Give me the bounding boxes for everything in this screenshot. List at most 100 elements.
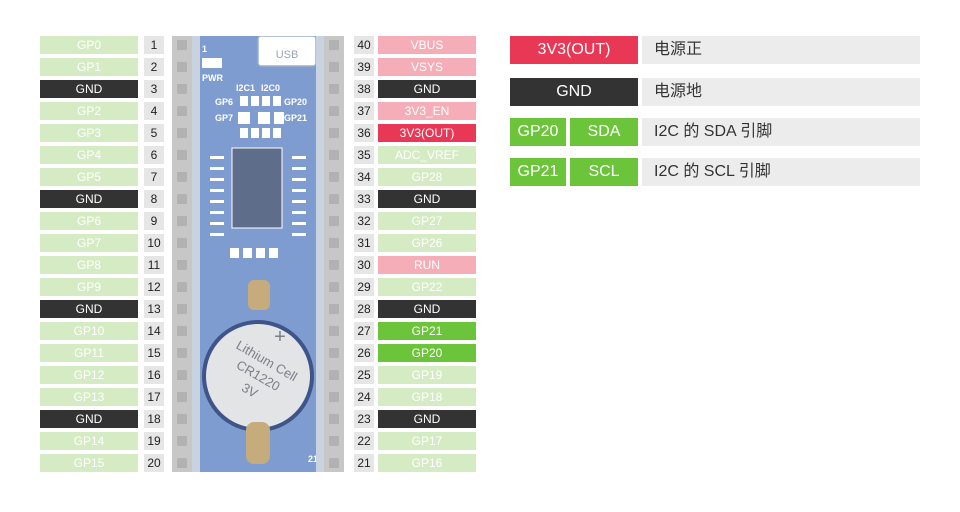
- legend-row-sda: GP20 SDA I2C 的 SDA 引脚: [510, 118, 920, 146]
- right-pin-number: 23: [354, 410, 374, 428]
- left-pin-number: 12: [144, 278, 164, 296]
- right-pin-number: 38: [354, 80, 374, 98]
- legend-row-gnd: GND 电源地: [510, 78, 920, 106]
- right-pin-number: 36: [354, 124, 374, 142]
- right-pin-label: VBUS: [378, 36, 476, 54]
- left-pin-label: GP15: [40, 454, 138, 472]
- header-hole: [329, 84, 339, 94]
- rtc-board: USB 1 40 PWR I2C1 I2C0 GP6 GP7 GP20 GP21: [172, 36, 344, 472]
- left-pin-number: 7: [144, 168, 164, 186]
- header-hole: [177, 216, 187, 226]
- pin1-marker: 1: [202, 44, 207, 54]
- legend-scl: SCL: [570, 158, 638, 186]
- legend-desc-3v3: 电源正: [642, 36, 920, 64]
- header-hole: [177, 304, 187, 314]
- battery-clip-top: [248, 280, 270, 310]
- left-pin-label: GND: [40, 300, 138, 318]
- header-hole: [329, 414, 339, 424]
- left-pin-label: GP8: [40, 256, 138, 274]
- left-pin-number: 2: [144, 58, 164, 76]
- left-pin-number: 3: [144, 80, 164, 98]
- header-hole: [177, 458, 187, 468]
- i2c-jumper-pads: [238, 96, 284, 138]
- right-pin-number: 31: [354, 234, 374, 252]
- right-pin-number: 34: [354, 168, 374, 186]
- gp6-board-label: GP6: [215, 97, 233, 107]
- chip-pins: [210, 156, 306, 236]
- left-pin-label: GP0: [40, 36, 138, 54]
- header-hole: [177, 84, 187, 94]
- legend-desc-sda: I2C 的 SDA 引脚: [642, 118, 920, 146]
- right-pin-number: 29: [354, 278, 374, 296]
- header-hole: [329, 392, 339, 402]
- right-pin-number: 33: [354, 190, 374, 208]
- left-pin-number: 10: [144, 234, 164, 252]
- left-pin-number: 6: [144, 146, 164, 164]
- battery-cell: [206, 324, 310, 428]
- legend-desc-gnd: 电源地: [642, 78, 920, 106]
- left-pin-label: GND: [40, 190, 138, 208]
- right-pin-label: GP22: [378, 278, 476, 296]
- right-pin-label: GP19: [378, 366, 476, 384]
- left-pin-number: 16: [144, 366, 164, 384]
- header-hole: [329, 304, 339, 314]
- i2c0-label: I2C0: [261, 83, 280, 93]
- right-pin-label: 3V3(OUT): [378, 124, 476, 142]
- header-hole: [177, 326, 187, 336]
- rtc-chip: [231, 147, 283, 229]
- legend-row-3v3: 3V3(OUT) 电源正: [510, 36, 920, 64]
- right-pin-number: 35: [354, 146, 374, 164]
- left-pin-number: 15: [144, 344, 164, 362]
- right-pin-label: GP26: [378, 234, 476, 252]
- left-pin-label: GP4: [40, 146, 138, 164]
- left-pin-label: GND: [40, 410, 138, 428]
- left-pin-number: 17: [144, 388, 164, 406]
- header-hole: [177, 40, 187, 50]
- header-hole: [329, 128, 339, 138]
- left-pin-number: 18: [144, 410, 164, 428]
- header-hole: [177, 106, 187, 116]
- left-pin-number: 13: [144, 300, 164, 318]
- left-pin-label: GP13: [40, 388, 138, 406]
- header-hole: [329, 282, 339, 292]
- right-pin-label: GP21: [378, 322, 476, 340]
- battery-clip-bottom: [246, 422, 270, 464]
- left-pin-label: GP6: [40, 212, 138, 230]
- pwr-led: [202, 58, 222, 68]
- right-pin-number: 21: [354, 454, 374, 472]
- gp21-board-label: GP21: [284, 113, 307, 123]
- right-pin-number: 40: [354, 36, 374, 54]
- right-pin-label: GP17: [378, 432, 476, 450]
- header-hole: [329, 238, 339, 248]
- header-hole: [177, 392, 187, 402]
- right-pin-number: 32: [354, 212, 374, 230]
- right-pin-label: GP18: [378, 388, 476, 406]
- right-pin-label: GND: [378, 410, 476, 428]
- left-pin-number: 1: [144, 36, 164, 54]
- header-hole: [177, 282, 187, 292]
- legend-desc-scl: I2C 的 SCL 引脚: [642, 158, 920, 186]
- right-pin-label: GP20: [378, 344, 476, 362]
- legend-row-scl: GP21 SCL I2C 的 SCL 引脚: [510, 158, 920, 186]
- left-pin-number: 4: [144, 102, 164, 120]
- header-hole: [329, 216, 339, 226]
- left-pin-label: GP12: [40, 366, 138, 384]
- header-hole: [329, 106, 339, 116]
- header-hole: [177, 414, 187, 424]
- gp7-board-label: GP7: [215, 113, 233, 123]
- left-pin-label: GP1: [40, 58, 138, 76]
- left-header-strip: [172, 36, 192, 472]
- left-pin-number: 14: [144, 322, 164, 340]
- left-pin-label: GP14: [40, 432, 138, 450]
- right-pin-number: 25: [354, 366, 374, 384]
- left-pin-number: 11: [144, 256, 164, 274]
- usb-connector: [257, 36, 316, 67]
- gp20-board-label: GP20: [284, 97, 307, 107]
- header-hole: [177, 150, 187, 160]
- header-hole: [177, 370, 187, 380]
- header-hole: [177, 194, 187, 204]
- right-pin-label: VSYS: [378, 58, 476, 76]
- right-pin-number: 24: [354, 388, 374, 406]
- board-drawing: USB 1 40 PWR I2C1 I2C0 GP6 GP7 GP20 GP21: [202, 36, 316, 464]
- header-hole: [177, 62, 187, 72]
